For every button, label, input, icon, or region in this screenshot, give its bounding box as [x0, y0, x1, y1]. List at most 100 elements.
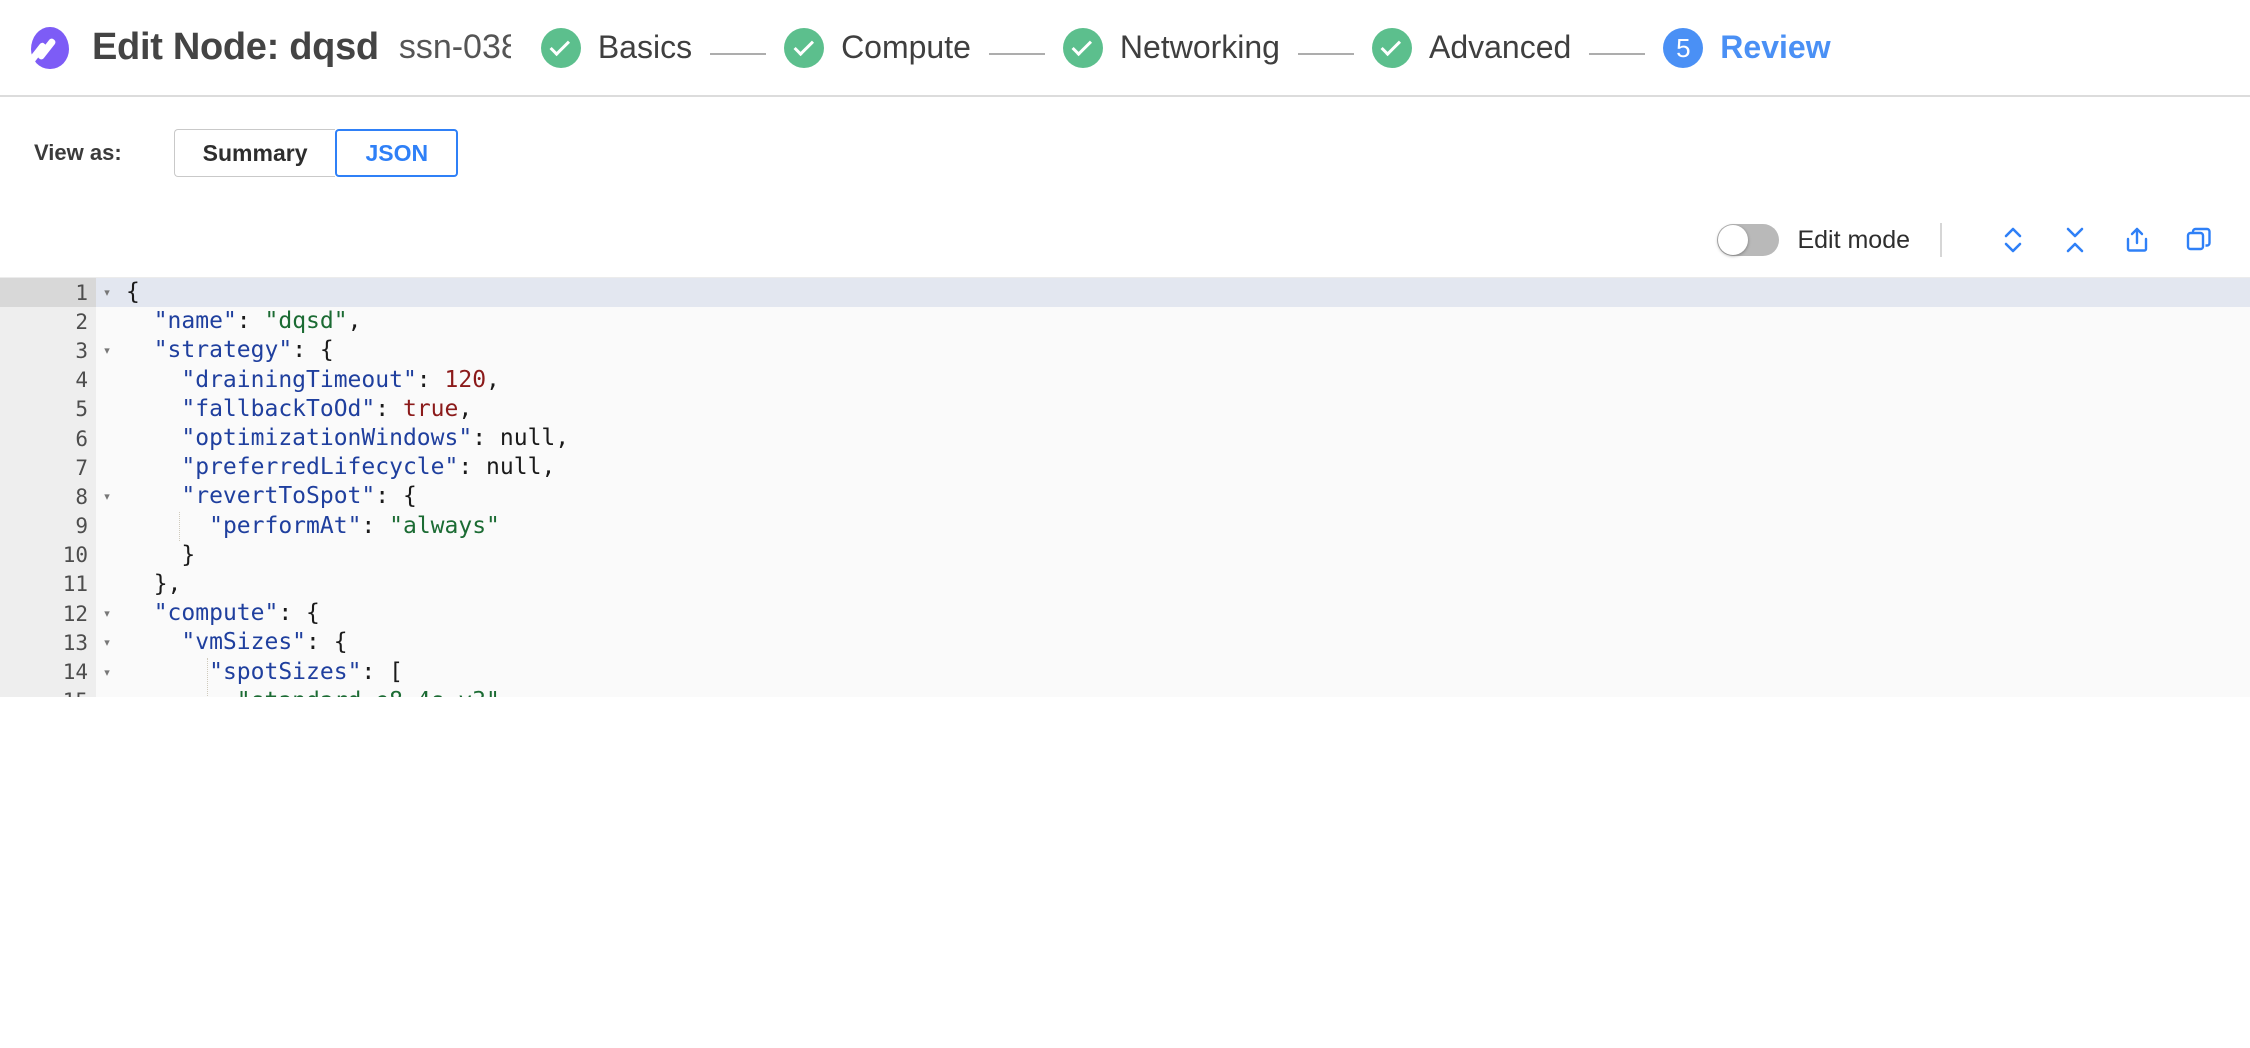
editor-line-number: 10: [62, 543, 88, 568]
editor-line[interactable]: 14▾ "spotSizes": [: [0, 657, 2250, 687]
editor-line[interactable]: 10 }: [0, 540, 2250, 570]
editor-line[interactable]: 13 ▾ "vmSizes": {: [0, 628, 2250, 658]
collapse-all-icon[interactable]: [2058, 223, 2092, 257]
step-advanced-circle: [1371, 27, 1412, 68]
step-review-circle: 5: [1663, 27, 1704, 68]
step-networking-circle: [1062, 27, 1103, 68]
export-icon[interactable]: [2120, 223, 2154, 257]
view-as-json-button[interactable]: JSON: [335, 129, 459, 177]
step-compute[interactable]: Compute: [784, 27, 971, 68]
app-header: Edit Node: dqsd ssn-038 Basics Compute N…: [0, 0, 2250, 97]
fold-caret-icon[interactable]: ▾: [104, 345, 110, 358]
editor-line[interactable]: 2 "name": "dqsd",: [0, 307, 2250, 337]
token-punct: },: [153, 570, 182, 597]
token-key: "compute": [153, 600, 279, 627]
step-review-number: 5: [1676, 32, 1691, 63]
token-str: "standard_e8-4s_v3": [237, 688, 500, 697]
editor-line-gutter: 5: [0, 394, 96, 424]
editor-line-content: "performAt": "always": [116, 512, 500, 541]
step-connector-3: [1297, 52, 1354, 55]
editor-line-content: "name": "dqsd",: [116, 307, 362, 336]
token-punct: ,: [458, 395, 473, 422]
editor-line[interactable]: 1 ▾ {: [0, 278, 2250, 308]
editor-line-number: 12: [62, 601, 88, 626]
editor-line-number: 5: [75, 397, 88, 422]
editor-line[interactable]: 9 "performAt": "always": [0, 511, 2250, 541]
token-punct: ,: [555, 425, 570, 452]
step-compute-label: Compute: [841, 29, 971, 65]
fold-caret-icon[interactable]: ▾: [104, 608, 110, 621]
token-null: null: [486, 454, 542, 481]
editor-line[interactable]: 15 "standard_e8-4s_v3",: [0, 686, 2250, 697]
editor-line-content: "strategy": {: [116, 336, 334, 365]
editor-line-gutter: 8: [0, 482, 96, 512]
page-subtitle: ssn-038: [398, 28, 511, 66]
fold-caret-icon[interactable]: ▾: [104, 491, 110, 504]
editor-line-content: },: [116, 570, 182, 599]
step-basics-circle: [540, 27, 581, 68]
copy-icon[interactable]: [2182, 223, 2216, 257]
token-punct: :: [472, 425, 500, 452]
token-key: "optimizationWindows": [181, 425, 473, 452]
editor-line-gutter: 10: [0, 540, 96, 570]
editor-line-number: 8: [75, 484, 88, 509]
editor-line-gutter: 3: [0, 336, 96, 366]
token-punct: ,: [500, 688, 514, 697]
view-as-summary-button[interactable]: Summary: [173, 129, 336, 177]
token-punct: : {: [292, 337, 334, 364]
editor-line[interactable]: 5 "fallbackToOd": true,: [0, 394, 2250, 424]
check-icon: [1381, 35, 1402, 56]
view-as-row: View as: Summary JSON: [0, 97, 2250, 177]
editor-line-number: 11: [62, 572, 88, 597]
token-punct: {: [126, 279, 140, 306]
view-as-label: View as:: [34, 140, 122, 165]
editor-line-gutter: 14: [0, 657, 96, 687]
edit-mode-label: Edit mode: [1797, 225, 1910, 254]
token-bool: true: [402, 395, 459, 422]
editor-line-gutter: 4: [0, 365, 96, 395]
token-punct: : {: [375, 483, 417, 510]
step-advanced[interactable]: Advanced: [1371, 27, 1571, 68]
fold-caret-icon[interactable]: ▾: [104, 666, 110, 679]
editor-line[interactable]: 3 ▾ "strategy": {: [0, 336, 2250, 366]
json-editor[interactable]: 1▾{2 "name": "dqsd",3▾ "strategy": {4 "d…: [0, 277, 2250, 697]
step-basics-label: Basics: [597, 29, 693, 65]
editor-line[interactable]: 11 },: [0, 569, 2250, 600]
editor-line-gutter: 6: [0, 423, 96, 454]
editor-line-number: 6: [75, 426, 88, 451]
step-networking[interactable]: Networking: [1062, 27, 1280, 68]
check-icon: [1071, 35, 1093, 56]
step-review[interactable]: 5 Review: [1663, 27, 1831, 68]
edit-mode-toggle[interactable]: [1717, 224, 1780, 256]
token-key: "performAt": [209, 512, 362, 539]
editor-line-number: 1: [75, 280, 88, 305]
editor-line[interactable]: 4 "drainingTimeout": 120,: [0, 365, 2250, 395]
fold-caret-icon[interactable]: ▾: [104, 287, 110, 300]
step-basics[interactable]: Basics: [540, 27, 693, 68]
token-punct: :: [458, 454, 487, 481]
editor-line-gutter: 9: [0, 511, 96, 541]
token-key: "name": [153, 308, 237, 335]
editor-line-content: "optimizationWindows": null,: [116, 424, 569, 453]
editor-line[interactable]: 12▾ "compute": {: [0, 599, 2250, 629]
spot-logo: [24, 25, 70, 71]
editor-line-content: "standard_e8-4s_v3",: [116, 687, 514, 697]
editor-line[interactable]: 6 "optimizationWindows": null,: [0, 423, 2250, 454]
token-key: "revertToSpot": [181, 483, 376, 510]
editor-line[interactable]: 8 ▾ "revertToSpot": {: [0, 482, 2250, 512]
editor-line-number: 7: [75, 455, 88, 480]
fold-caret-icon[interactable]: ▾: [104, 637, 110, 650]
editor-line-number: 15: [63, 689, 88, 697]
editor-line-content: }: [116, 541, 195, 570]
editor-line-content: "vmSizes": {: [116, 628, 347, 657]
step-compute-circle: [784, 27, 825, 68]
editor-line-number: 2: [75, 309, 88, 334]
page-title: Edit Node: dqsd: [92, 26, 379, 68]
step-connector-4: [1589, 52, 1646, 55]
token-punct: :: [375, 395, 403, 422]
token-punct: ,: [541, 454, 556, 481]
editor-line[interactable]: 7 "preferredLifecycle": null,: [0, 453, 2250, 483]
expand-all-icon[interactable]: [1996, 223, 2030, 257]
editor-line-number: 13: [62, 630, 88, 655]
token-key: "fallbackToOd": [181, 395, 376, 422]
